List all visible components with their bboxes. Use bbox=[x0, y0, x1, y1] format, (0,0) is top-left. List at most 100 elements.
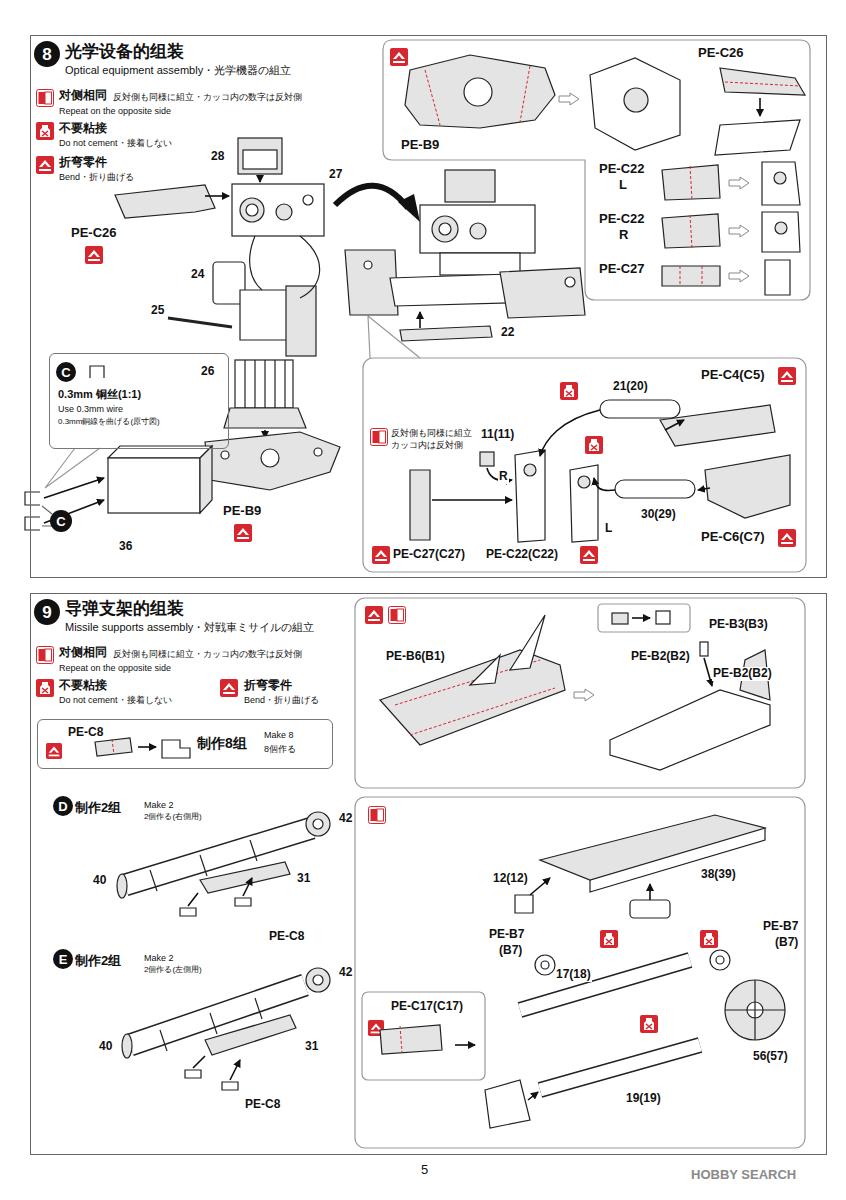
watermark: HOBBY SEARCH bbox=[690, 1168, 797, 1183]
optics-stack bbox=[246, 204, 258, 216]
note-text: Make 2 bbox=[143, 953, 175, 963]
inset-frame bbox=[45, 40, 810, 1148]
inset-frame bbox=[355, 797, 805, 1148]
pe-bend-inset bbox=[720, 68, 805, 95]
bracket-inset bbox=[410, 470, 430, 540]
optics-stack bbox=[245, 360, 285, 408]
support-inset bbox=[725, 980, 785, 1040]
part-name: PE-C22 bbox=[598, 162, 646, 177]
optics-assembly bbox=[445, 170, 495, 202]
part-icon bbox=[234, 524, 252, 542]
callout-number: 31 bbox=[296, 872, 311, 886]
callout-number: 36 bbox=[118, 540, 133, 554]
page-number: 5 bbox=[420, 1163, 429, 1178]
missile-tube bbox=[200, 862, 290, 893]
pe-bend-inset bbox=[405, 55, 555, 128]
part-name: PE-C17(C17) bbox=[390, 1000, 464, 1014]
bracket-inset bbox=[578, 476, 590, 488]
note-text: 折弯零件 bbox=[58, 156, 108, 170]
support-inset bbox=[485, 1080, 530, 1128]
part-icon bbox=[778, 529, 796, 547]
callout-number: 40 bbox=[98, 1040, 113, 1054]
optics-stack bbox=[25, 492, 40, 530]
part-name: PE-C6(C7) bbox=[700, 530, 766, 545]
inset-frame bbox=[355, 598, 805, 788]
callout-number: 25 bbox=[150, 304, 165, 318]
note-text: 0.3mm 铜丝(1:1) bbox=[58, 388, 141, 401]
pe-bend-inset bbox=[680, 266, 702, 286]
legend-icon bbox=[36, 122, 54, 140]
optics-stack bbox=[238, 138, 282, 174]
part-name: (B7) bbox=[498, 944, 523, 958]
part-name: PE-C27(C27) bbox=[392, 548, 466, 562]
part-icon bbox=[46, 743, 62, 759]
optics-stack bbox=[303, 195, 313, 205]
bracket-inset bbox=[570, 465, 598, 542]
note-text: Do not cement・接着しない bbox=[58, 695, 173, 705]
pe-bend-inset bbox=[774, 172, 786, 184]
support-inset bbox=[520, 960, 690, 1010]
pe-bend-inset bbox=[729, 177, 749, 189]
pe-c8-part bbox=[112, 739, 114, 755]
missile-tube bbox=[306, 812, 330, 836]
inset-frame bbox=[362, 992, 485, 1080]
note-text: 反対側も同様に組立・カッコ内の数字は反対側 bbox=[112, 92, 303, 102]
part-icon bbox=[389, 607, 406, 624]
callout-number: 42 bbox=[338, 812, 353, 826]
callout-number: 31 bbox=[304, 1040, 319, 1054]
callout-number: 12(12) bbox=[492, 872, 529, 886]
callout-number: 42 bbox=[338, 966, 353, 980]
optics-stack bbox=[314, 448, 322, 456]
bracket-inset bbox=[600, 400, 680, 418]
optics-assembly bbox=[432, 216, 458, 242]
tray-inset bbox=[610, 690, 770, 770]
pe-bend-inset bbox=[729, 225, 749, 237]
tray-inset bbox=[700, 642, 708, 656]
support-inset bbox=[630, 900, 670, 918]
callout-number: 26 bbox=[200, 365, 215, 379]
note-text: 2個作る(右側用) bbox=[143, 812, 203, 821]
callout-letter: 9 bbox=[42, 604, 51, 621]
part-icon bbox=[600, 930, 618, 948]
bracket-inset bbox=[698, 488, 710, 490]
part-name: (B7) bbox=[774, 936, 799, 950]
pe-bend-inset bbox=[662, 266, 720, 286]
pe-c8-part bbox=[138, 746, 156, 748]
optics-stack bbox=[168, 318, 232, 327]
bracket-inset bbox=[705, 455, 790, 518]
note-text: 对侧相同 bbox=[58, 89, 108, 103]
callout-number: 27 bbox=[328, 168, 343, 182]
part-name: PE-B9 bbox=[400, 138, 440, 153]
part-icon bbox=[371, 429, 388, 446]
step-title: 光学设备的组装 bbox=[65, 42, 184, 62]
note-text: Repeat on the opposite side bbox=[58, 106, 172, 116]
pe-c8-part bbox=[95, 738, 190, 758]
pe-c8-part bbox=[162, 740, 190, 758]
missile-tube bbox=[180, 898, 251, 916]
note-text: 对侧相同 bbox=[58, 646, 108, 660]
optics-assembly bbox=[345, 250, 398, 315]
part-name: PE-C27 bbox=[598, 262, 646, 277]
note-text: 制作2组 bbox=[74, 954, 122, 969]
support-inset bbox=[380, 815, 785, 1128]
optics-stack bbox=[205, 432, 340, 490]
tray-inset bbox=[380, 650, 565, 745]
optics-stack bbox=[205, 195, 229, 197]
part-name: PE-B3(B3) bbox=[708, 618, 769, 632]
part-name: PE-C4(C5) bbox=[700, 368, 766, 383]
pe-bend-inset bbox=[729, 270, 749, 282]
support-inset bbox=[515, 895, 533, 913]
pe-bend-inset bbox=[662, 165, 720, 200]
optics-stack bbox=[261, 449, 279, 467]
optics-assembly bbox=[364, 261, 372, 269]
note-text: Bend・折り曲げる bbox=[58, 172, 135, 182]
callout-letter: C bbox=[61, 366, 70, 379]
pe-bend-inset bbox=[559, 93, 579, 105]
part-name: PE-C22(C22) bbox=[485, 548, 559, 562]
support-inset bbox=[710, 950, 730, 970]
note-text: 2個作る(左側用) bbox=[143, 965, 203, 974]
callout-number: 11(11) bbox=[480, 428, 515, 442]
optics-stack bbox=[200, 446, 212, 513]
note-text: 折弯零件 bbox=[243, 679, 293, 693]
